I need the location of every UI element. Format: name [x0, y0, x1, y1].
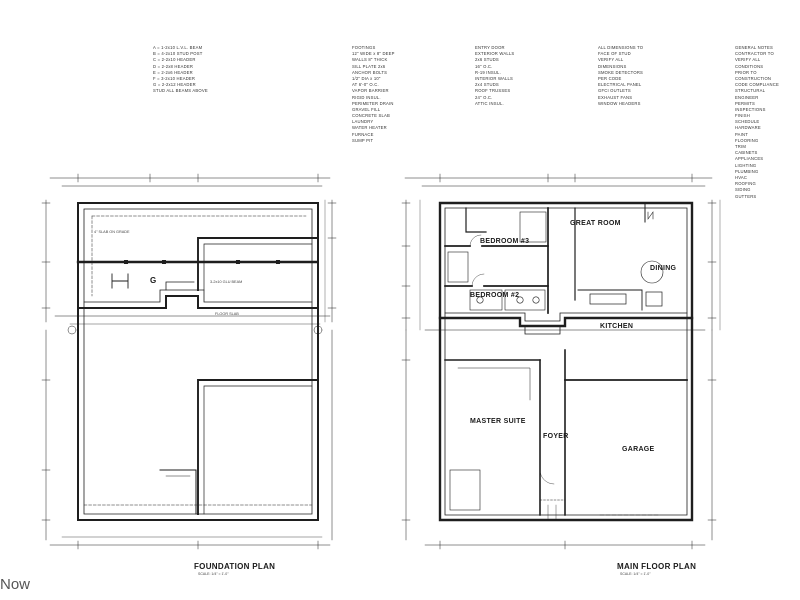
note-line: ALL DIMENSIONS TO — [598, 45, 644, 50]
note-line: CABINETS — [735, 150, 758, 156]
note-line: ELECTRICAL PANEL — [598, 82, 642, 88]
note-line: TRIM — [735, 144, 747, 149]
note-line: PERIMETER DRAIN — [352, 100, 394, 106]
note-line: STRUCTURAL — [735, 88, 766, 94]
note-line: CONDITIONS — [735, 63, 764, 69]
note-line: FLOORING — [735, 137, 759, 143]
note-line: WALLS 8" THICK — [352, 57, 388, 63]
note-line: F = 3-2x10 HEADER — [153, 75, 196, 81]
note-line: ATTIC INSUL. — [475, 100, 504, 106]
note-line: 2x6 STUDS — [475, 57, 499, 63]
note-line: FACE OF STUD — [598, 51, 631, 57]
note-line: DIMENSIONS — [598, 63, 627, 69]
note-line: INSPECTIONS — [735, 106, 766, 112]
note-line: ROOF TRUSSES — [475, 88, 511, 94]
room-kitchen: KITCHEN — [600, 323, 634, 330]
note-line: LIGHTING — [735, 162, 757, 168]
note-line: 16" O.C. — [475, 63, 493, 69]
note-line: GUTTERS — [735, 193, 757, 199]
foundation-plan-scale: SCALE: 1/4" = 1'-0" — [198, 572, 229, 576]
foundation-plan-title: FOUNDATION PLAN — [194, 562, 276, 571]
note-line: GENERAL NOTES — [735, 45, 774, 50]
note-line: 2x4 STUDS — [475, 82, 499, 88]
note-line: 1/2" DIA x 10" — [352, 75, 381, 81]
note-line: B = 4-2x10 STUD POST — [153, 51, 203, 57]
note-line: CONSTRUCTION — [735, 75, 772, 81]
note-line: ROOFING — [735, 181, 756, 187]
note-line: VERIFY ALL — [735, 57, 761, 63]
room-bedroom-2: BEDROOM #2 — [470, 292, 520, 299]
note-line: STUD ALL BEAMS ABOVE — [153, 88, 208, 94]
note-line: A = 1-2x10 L.V.L. BEAM — [153, 45, 203, 50]
note-line: HARDWARE — [735, 125, 761, 131]
foundation-label-g: G — [150, 276, 157, 285]
note-line: 24" O.C. — [475, 94, 493, 100]
note-line: HVAC — [735, 174, 748, 180]
note-line: GRAVEL FILL — [352, 106, 381, 112]
note-line: CONTRACTOR TO — [735, 51, 774, 57]
note-line: APPLIANCES — [735, 156, 764, 162]
note-line: WATER HEATER — [352, 125, 387, 131]
note-line: EXTERIOR WALLS — [475, 51, 515, 57]
foundation-note-crawl: 4" SLAB ON GRADE — [94, 230, 130, 234]
main-floor-walls — [401, 173, 721, 335]
room-great-room: GREAT ROOM — [570, 220, 621, 227]
note-line: 12" WIDE x 8" DEEP — [352, 51, 395, 57]
note-line: FINISH — [735, 113, 750, 119]
foundation-posts — [124, 260, 280, 264]
note-line: FOOTINGS — [352, 45, 376, 50]
watermark-text: Now — [0, 576, 31, 593]
note-line: GFCI OUTLETS — [598, 88, 631, 94]
note-line: INTERIOR WALLS — [475, 75, 514, 81]
note-line: ANCHOR BOLTS — [352, 69, 388, 75]
foundation-note-beam: 3-2x10 GLU BEAM — [210, 280, 243, 284]
note-line: RIGID INSUL. — [352, 94, 381, 100]
main-floor-plan-title: MAIN FLOOR PLAN — [617, 562, 697, 571]
note-line: EXHAUST FANS — [598, 94, 633, 100]
note-line: D = 2-2x8 HEADER — [153, 63, 194, 69]
room-master-suite: MASTER SUITE — [470, 418, 526, 425]
note-line: C = 2-2x10 HEADER — [153, 57, 196, 63]
note-line: CODE COMPLIANCE — [735, 82, 779, 88]
note-line: SIDING — [735, 187, 751, 193]
note-line: PRIOR TO — [735, 69, 757, 75]
note-line: WINDOW HEADERS — [598, 100, 641, 106]
room-dining: DINING — [650, 265, 677, 272]
note-line: LAUNDRY — [352, 119, 374, 125]
room-foyer: FOYER — [543, 433, 569, 440]
room-bedroom-3: BEDROOM #3 — [480, 238, 530, 245]
note-line: ENGINEER — [735, 94, 759, 100]
note-line: G = 2-2x12 HEADER — [153, 82, 196, 88]
note-line: SMOKE DETECTORS — [598, 69, 644, 75]
note-line: PER CODE — [598, 75, 622, 81]
note-line: SILL PLATE 2x6 — [352, 63, 386, 69]
note-line: PERMITS — [735, 100, 756, 106]
note-line: R-19 INSUL. — [475, 69, 501, 75]
note-line: FURNACE — [352, 131, 374, 137]
main-floor-plan-scale: SCALE: 1/4" = 1'-0" — [620, 572, 651, 576]
note-line: PAINT — [735, 131, 749, 137]
note-line: E = 2-2x6 HEADER — [153, 69, 193, 75]
foundation-note-garage: FLOOR SLAB — [215, 312, 239, 316]
note-line: SCHEDULE — [735, 119, 760, 125]
note-line: VERIFY ALL — [598, 57, 624, 63]
note-line: ENTRY DOOR — [475, 45, 505, 50]
note-line: PLUMBING — [735, 168, 759, 174]
note-line: SUMP PIT — [352, 137, 374, 143]
note-line: CONCRETE SLAB — [352, 113, 390, 119]
note-line: AT 6'-0" O.C. — [352, 82, 379, 88]
note-line: VAPOR BARRIER — [352, 88, 389, 94]
room-garage: GARAGE — [622, 446, 655, 453]
